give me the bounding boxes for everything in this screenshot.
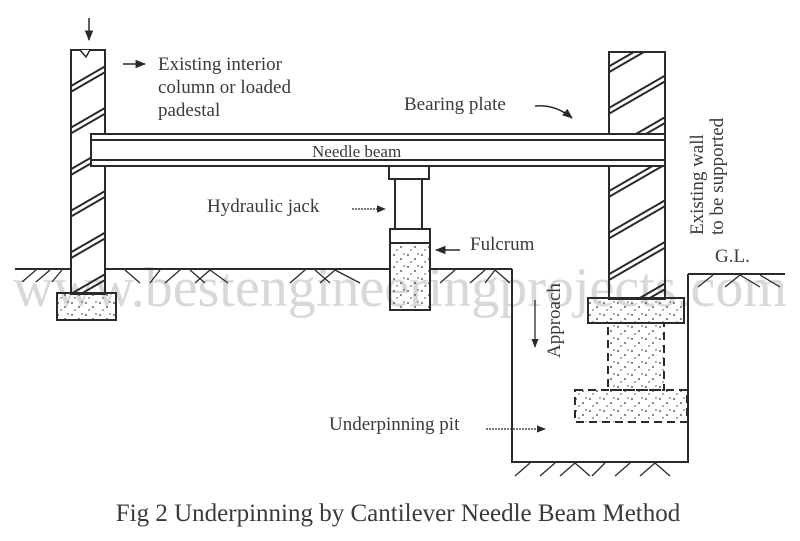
column-label-line2: column or loaded [158,77,291,98]
underpinning-pit-outline [511,269,689,463]
wall-label-line2: to be supported [707,117,728,235]
ground-level-label: G.L. [715,246,750,267]
pit-floor-hatch [514,462,671,477]
needle-beam [90,133,666,167]
fulcrum-label: Fulcrum [470,234,535,255]
needle-beam-label: Needle beam [312,142,401,161]
column-label-line1: Existing interior [158,54,283,75]
interior-column [70,49,106,295]
hydraulic-jack-label: Hydraulic jack [207,196,320,217]
ground-line-right [688,273,785,288]
figure-caption: Fig 2 Underpinning by Cantilever Needle … [116,500,681,527]
approach-label-group: Approach [544,283,565,358]
column-label-line3: padestal [158,100,220,121]
approach-label: Approach [544,283,565,358]
existing-wall [608,51,666,300]
bearing-plate-label: Bearing plate [404,94,506,115]
wall-footing [587,297,685,324]
bearing-plate-arrow [534,105,573,119]
ground-line-left [15,268,512,284]
column-footing [56,292,117,321]
fulcrum-block [389,228,431,311]
wall-label-line1: Existing wall [687,134,708,235]
underpinning-pit-label: Underpinning pit [329,414,460,435]
new-underpinning [574,322,688,423]
column-label: Existing interior column or loaded pades… [123,54,291,121]
wall-label: Existing wall to be supported [687,117,728,235]
hydraulic-jack [388,165,430,230]
